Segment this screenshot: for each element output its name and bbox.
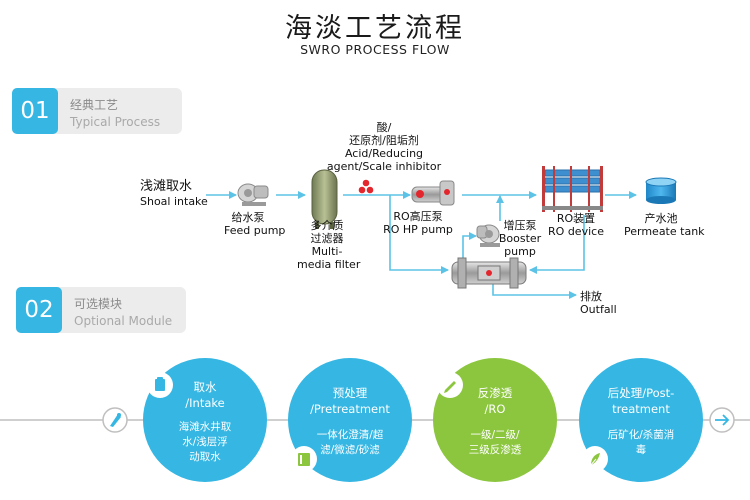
section-number: 02 <box>16 287 62 333</box>
chemicals-label-3: Acid/Reducing <box>344 147 424 160</box>
section-title-cn: 可选模块 <box>74 297 123 311</box>
ro-device-icon <box>542 166 603 212</box>
booster-label-en: Booster <box>498 232 542 245</box>
module-title: 取水 <box>193 380 217 394</box>
permeate-label-en: Permeate tank <box>624 225 705 238</box>
filter-label-cn2: 过滤器 <box>310 232 344 245</box>
booster-label-en2: pump <box>504 245 536 258</box>
module-title-en: /Pretreatment <box>310 402 390 416</box>
module-title-en: /RO <box>484 402 506 416</box>
module-desc-line: 一级/二级/ <box>470 429 520 441</box>
module-title: 预处理 <box>332 386 368 400</box>
module-desc-line: 动取水 <box>189 451 221 463</box>
module-desc-line: 后矿化/杀菌消 <box>607 429 675 441</box>
permeate-tank-icon <box>645 177 677 204</box>
module-title-en: treatment <box>612 402 670 416</box>
hp-pump-label-en: RO HP pump <box>383 223 453 236</box>
flow-arrows <box>206 191 637 299</box>
module-title: 后处理/Post- <box>607 386 675 400</box>
outfall-label-cn: 排放 <box>580 290 602 303</box>
module-desc-line: 滤/微滤/砂滤 <box>320 444 380 456</box>
module-desc-line: 一体化澄清/超 <box>316 429 384 441</box>
arrow-erd-to-booster <box>462 232 477 262</box>
module-desc-line: 毒 <box>635 444 647 456</box>
page-title: 海淡工艺流程 <box>285 13 465 44</box>
chemicals-label-4: agent/Scale inhibitor <box>326 160 442 173</box>
module-desc-line: 海滩水井取 <box>178 421 232 433</box>
permeate-label-cn: 产水池 <box>644 212 678 225</box>
feed-pump-icon <box>237 183 269 206</box>
chemical-dosing-icon <box>358 179 374 194</box>
booster-pump-icon <box>476 224 500 247</box>
ro-device-label-cn: RO装置 <box>556 212 596 225</box>
feather-icon <box>582 446 608 472</box>
feed-pump-label-cn: 给水泵 <box>231 211 265 224</box>
intake-label-cn: 浅滩取水 <box>140 179 193 194</box>
arrow-branch-to-erd <box>389 195 449 274</box>
chemicals-label-2: 还原剂/阻垢剂 <box>349 134 419 147</box>
filter-label-cn: 多介质 <box>310 219 344 232</box>
page-subtitle: SWRO PROCESS FLOW <box>300 42 450 57</box>
module-desc-line: 水/浅层浮 <box>182 436 228 448</box>
intake-label-en: Shoal intake <box>140 195 208 208</box>
multimedia-filter-icon <box>311 169 338 229</box>
section-title-cn: 经典工艺 <box>70 98 119 112</box>
chemicals-label-1: 酸/ <box>376 121 392 134</box>
arrow-ro-brine-to-erd <box>529 215 585 274</box>
module-title-en: /Intake <box>185 396 225 410</box>
module-title: 反渗透 <box>477 386 513 400</box>
ro-device-label-en: RO device <box>548 225 604 238</box>
booster-label-cn: 增压泵 <box>503 219 537 232</box>
section-number: 01 <box>12 88 58 134</box>
filter-label-en2: media filter <box>297 258 361 271</box>
filter-label-en: Multi- <box>311 245 343 258</box>
book-icon <box>291 446 317 472</box>
outfall-label-en: Outfall <box>580 303 617 316</box>
feed-pump-label-en: Feed pump <box>224 224 286 237</box>
hp-pump-icon <box>411 180 455 206</box>
energy-recovery-device-icon <box>451 257 527 289</box>
module-desc-line: 三级反渗透 <box>468 444 522 456</box>
pencil-icon <box>437 372 463 398</box>
hp-pump-label-cn: RO高压泵 <box>393 210 443 223</box>
section-title-en: Optional Module <box>74 314 173 328</box>
section-title-en: Typical Process <box>70 115 161 129</box>
clipboard-icon <box>147 372 173 398</box>
arrow-erd-to-outfall <box>492 283 577 299</box>
